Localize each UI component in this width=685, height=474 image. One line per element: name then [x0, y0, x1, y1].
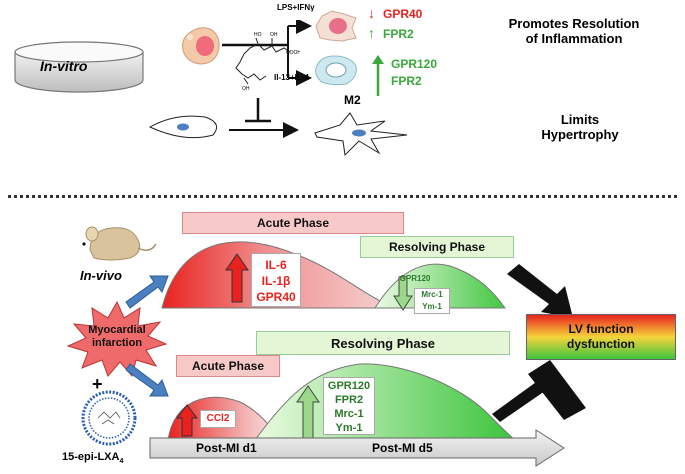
stimulus-bottom-label: Il-13+IL-4: [274, 73, 309, 82]
svg-text:OH: OH: [242, 86, 250, 92]
compound-label: 15-epi-LXA4: [62, 451, 123, 465]
timeline-d5-label: Post-MI d5: [372, 441, 433, 455]
m2-up-arrow-icon: [372, 55, 384, 96]
timeline-arrow-icon: [149, 429, 565, 467]
limits-line2: Hypertrophy: [541, 127, 619, 142]
lower-marker-ccl2: CCl2: [200, 410, 236, 428]
lower-resolving-markers: GPR120 FPR2 Mrc-1 Ym-1: [323, 377, 375, 435]
limits-hypertrophy-text: Limits Hypertrophy: [520, 112, 640, 142]
plus-sign: +: [92, 374, 103, 394]
lower-marker-gpr120: GPR120: [327, 380, 371, 392]
lipoxin-structure-icon: HO OH COOH OH: [235, 32, 300, 92]
m2-label: M2: [344, 93, 361, 107]
m1-macrophage-icon: [315, 10, 357, 42]
in-vitro-label: In-vitro: [40, 58, 88, 74]
lower-resolving-up-arrow-icon: [296, 385, 320, 439]
fpr2-up-arrow-icon: ↑: [368, 25, 375, 41]
compound-subscript: 4: [119, 458, 124, 466]
svg-text:HO: HO: [254, 32, 262, 38]
petri-dish-icon: [14, 41, 144, 93]
svg-text:OH: OH: [270, 32, 278, 38]
m2-macrophage-icon: [315, 55, 357, 86]
promotes-line1: Promotes Resolution: [508, 16, 640, 31]
inhibition-bar-icon: [492, 360, 586, 422]
limits-line1: Limits: [560, 112, 600, 127]
lower-marker-mrc1: Mrc-1: [334, 408, 364, 420]
arrow-to-lower-icon: [125, 363, 169, 397]
gpr40-down-arrow-icon: ↓: [368, 5, 375, 21]
black-arrow-to-lv-icon: [507, 264, 573, 318]
arrow-to-upper-icon: [125, 275, 169, 309]
mouse-icon: [82, 226, 157, 261]
section-divider: [8, 195, 677, 198]
receptor-bottom-2: FPR2: [391, 74, 422, 88]
lv-line2: dysfunction: [567, 337, 635, 351]
myocardial-infarction-burst-icon: [66, 300, 168, 378]
lower-acute-phase-box: Acute Phase: [176, 355, 280, 377]
upper-marker-gpr40: GPR40: [256, 290, 296, 304]
receptor-top-1: GPR40: [383, 7, 423, 21]
upper-resolving-markers: Mrc-1 Ym-1: [414, 288, 450, 314]
mi-line2: infarction: [91, 337, 143, 349]
myocardial-infarction-text: Myocardial infarction: [76, 324, 158, 350]
upper-acute-phase-box: Acute Phase: [182, 212, 404, 234]
timeline-d1-label: Post-MI d1: [196, 441, 257, 455]
lower-resolving-phase-label: Resolving Phase: [330, 335, 436, 351]
upper-acute-up-arrow-icon: [225, 253, 249, 303]
svg-text:COOH: COOH: [286, 50, 300, 56]
lv-function-box: LV function dysfunction: [526, 314, 676, 360]
upper-curves: [161, 241, 506, 309]
lower-acute-up-arrow-icon: [176, 404, 198, 437]
liposome-icon: [81, 390, 137, 446]
compound-name: 15-epi-LXA: [62, 451, 120, 463]
receptor-bottom-1: GPR120: [391, 57, 438, 71]
stimulus-top-label: LPS+IFNγ: [277, 3, 315, 12]
lower-resolving-phase-box: Resolving Phase: [256, 331, 510, 355]
lower-marker-fpr2: FPR2: [334, 394, 364, 406]
upper-resolving-down-arrow-icon: [393, 276, 413, 311]
upper-marker-mrc1: Mrc-1: [421, 290, 443, 299]
macrophage-cell-icon: [182, 27, 220, 65]
receptor-top-2: FPR2: [383, 27, 414, 41]
hypertrophy-inhibition-diagram: [148, 98, 408, 157]
upper-marker-gpr120: GPR120: [399, 274, 431, 283]
upper-resolving-phase-label: Resolving Phase: [388, 240, 486, 254]
upper-marker-il1b: IL-1β: [261, 274, 291, 288]
upper-resolving-phase-box: Resolving Phase: [360, 236, 514, 258]
promotes-line2: of Inflammation: [525, 31, 623, 46]
lower-marker-ym1: Ym-1: [335, 422, 363, 434]
upper-acute-phase-label: Acute Phase: [256, 216, 330, 230]
upper-acute-markers: IL-6 IL-1β GPR40: [251, 253, 301, 307]
mi-line1: Myocardial: [88, 324, 146, 336]
upper-marker-ym1: Ym-1: [422, 302, 442, 311]
upper-marker-il6: IL-6: [265, 258, 287, 272]
lower-resolving-curve: [253, 363, 517, 441]
lower-acute-phase-label: Acute Phase: [191, 359, 265, 373]
in-vivo-label: In-vivo: [80, 268, 122, 283]
blue-arrows: [125, 275, 169, 397]
promotes-resolution-text: Promotes Resolution of Inflammation: [490, 16, 658, 46]
lv-line1: LV function: [568, 322, 634, 336]
